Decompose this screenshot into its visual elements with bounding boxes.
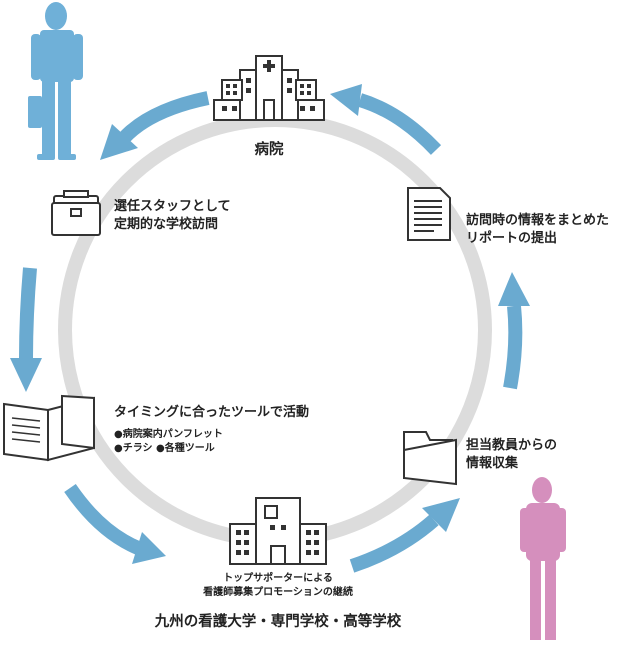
tools-activity-title: タイミングに合ったツールで活動 <box>114 405 310 420</box>
staff-visit-text: 選任スタッフとして 定期的な学校訪問 <box>114 198 231 234</box>
info-collect-line1: 担当教員からの <box>466 438 558 453</box>
arrow-tools-to-school <box>64 484 166 564</box>
arrow-school-to-collect <box>349 498 460 573</box>
report-line2: リポートの提出 <box>466 231 558 246</box>
school-caption: トップサポーターによる 看護師募集プロモーションの継続 <box>178 572 378 600</box>
school-name: 九州の看護大学・専門学校・高等学校 <box>154 614 402 630</box>
hospital-label: 病院 <box>254 142 284 158</box>
staff-visit-line1: 選任スタッフとして <box>114 199 231 214</box>
hospital-building-icon <box>213 55 325 121</box>
arrow-hospital-to-staff <box>100 91 210 160</box>
folder-icon <box>403 431 457 486</box>
briefcase-icon <box>51 190 101 236</box>
female-teacher-icon <box>520 477 566 640</box>
school-building-icon <box>229 497 327 565</box>
report-text: 訪問時の情報をまとめた リポートの提出 <box>466 212 609 248</box>
businessman-icon <box>28 2 83 160</box>
staff-visit-line2: 定期的な学校訪問 <box>114 217 219 232</box>
info-collect-text: 担当教員からの 情報収集 <box>466 437 557 473</box>
report-document-icon <box>407 187 451 241</box>
cycle-arrows <box>10 84 530 573</box>
tools-item-flyer: ●チラシ ●各種ツール <box>114 443 215 454</box>
school-caption-line1: トップサポーターによる <box>223 573 333 584</box>
arrow-collect-to-report <box>498 272 530 390</box>
pamphlet-icon <box>3 394 95 462</box>
arrow-staff-to-tools <box>10 267 42 392</box>
info-collect-line2: 情報収集 <box>466 456 519 471</box>
tools-item-pamphlet: ●病院案内パンフレット <box>114 429 223 440</box>
report-line1: 訪問時の情報をまとめた <box>466 213 610 228</box>
school-caption-line2: 看護師募集プロモーションの継続 <box>203 587 353 598</box>
arrow-report-to-hospital <box>330 84 442 155</box>
tools-activity-text: タイミングに合ったツールで活動 ●病院案内パンフレット ●チラシ ●各種ツール <box>114 404 309 456</box>
